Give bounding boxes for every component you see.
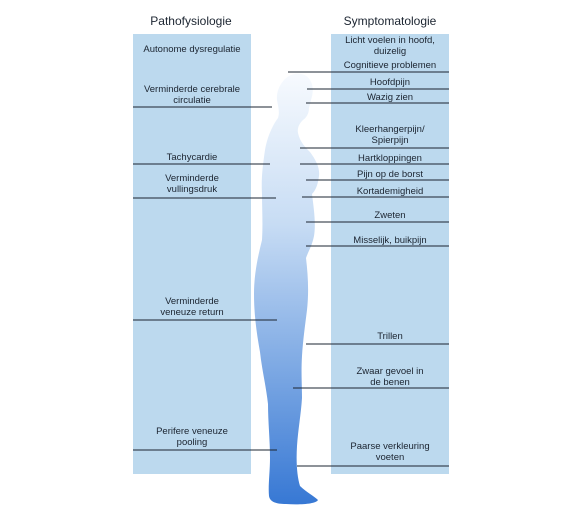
symptom-label: Pijn op de borst (356, 169, 423, 180)
pathophysiology-label: Autonome dysregulatie (143, 44, 241, 55)
symptom-label: Licht voelen in hoofd, duizelig (345, 35, 435, 57)
symptom-label: Wazig zien (366, 92, 414, 103)
symptom-label: Kortademigheid (356, 186, 424, 197)
symptom-label: Paarse verkleuring voeten (350, 441, 430, 463)
symptom-label: Trillen (377, 331, 403, 342)
symptom-label: Zweten (374, 210, 406, 221)
pathophysiology-label: Perifere veneuze pooling (156, 426, 228, 448)
pathophysiology-label: Verminderde cerebrale circulatie (143, 84, 241, 106)
symptom-label: Zwaar gevoel in de benen (356, 366, 424, 388)
symptomatology-panel (331, 34, 449, 474)
pathophysiology-label: Verminderde vullingsdruk (165, 173, 219, 195)
symptom-label: Hartkloppingen (358, 153, 422, 164)
symptom-label: Kleerhangerpijn/ Spierpijn (355, 124, 425, 146)
body-profile (254, 73, 320, 505)
symptom-label: Hoofdpijn (369, 77, 411, 88)
pathophysiology-label: Tachycardie (166, 152, 218, 163)
symptomatology-heading: Symptomatologie (343, 14, 437, 28)
pathophysiology-heading: Pathofysiologie (150, 14, 232, 28)
symptom-label: Misselijk, buikpijn (353, 235, 427, 246)
symptom-label: Cognitieve problemen (343, 60, 437, 71)
pathophysiology-label: Verminderde veneuze return (160, 296, 224, 318)
